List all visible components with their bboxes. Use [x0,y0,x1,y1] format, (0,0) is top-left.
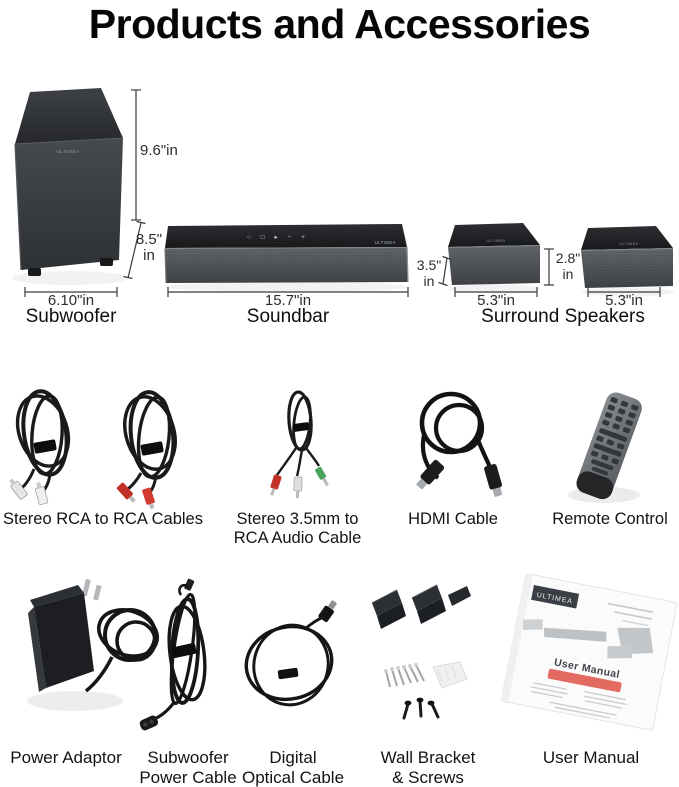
subwoofer-power-cable-label: Subwoofer Power Cable [139,748,237,787]
page-title: Products and Accessories [88,1,591,47]
power-adaptor-image [27,578,159,711]
subwoofer-width-dimension: 6.10"in [47,292,95,309]
speaker-width-right-dimension: 5.3"in [605,292,643,309]
dimension-lines [24,89,661,297]
speaker-right-brand-text: ULTIMEA [620,242,639,246]
surround-speaker-right-image: ULTIMEA [580,226,674,297]
hdmi-cable-label: HDMI Cable [408,510,498,528]
subwoofer-depth-dimension: 8.5" in [135,231,163,264]
manual-cover-badge [547,668,622,693]
user-manual-image: ULTIMEA User Manual [501,573,678,731]
mounting-screws-black [402,699,440,720]
soundbar-label: Soundbar [246,306,330,327]
speaker-left-brand-text: ULTIMEA [487,239,506,243]
subwoofer-power-cable-image [139,578,207,731]
user-manual-label: User Manual [542,748,640,767]
wall-bracket-screws-image [371,584,471,720]
speaker-height-right-dimension: 2.8" in [555,250,581,282]
wall-anchors [432,661,468,689]
surround-speaker-left-image: ULTIMEA [447,223,541,294]
speaker-width-left-dimension: 5.3"in [477,292,515,309]
power-adaptor-label: Power Adaptor [10,748,122,767]
rca-cable-red-image [116,390,177,510]
soundbar-brand-text: ULTIMEA [375,240,396,245]
main-products-illustration: ULTIMEA ○ □ ▸ − + ULTIMEA ULTIMEA [12,88,674,297]
remote-control-image [568,392,642,503]
subwoofer-brand-text: ULTIMEA [56,149,79,154]
aux-cable-label: Stereo 3.5mm to RCA Audio Cable [233,510,362,547]
surround-speakers-label: Surround Speakers [481,306,645,327]
soundbar-width-dimension: 15.7"in [264,292,312,309]
soundbar-image: ○ □ ▸ − + ULTIMEA [164,224,409,292]
subwoofer-label: Subwoofer [25,306,117,327]
rca-cables-label: Stereo RCA to RCA Cables [3,510,203,528]
rca-cable-white-image [9,389,71,506]
subwoofer-height-dimension: 9.6"in [140,142,178,159]
aux-to-rca-cable-image [270,390,329,499]
subwoofer-image: ULTIMEA [12,88,128,285]
hdmi-cable-image [416,391,503,497]
accessories-row2-illustration: ULTIMEA User Manual [27,573,678,731]
optical-cable-image [244,600,337,707]
mounting-screws-silver [385,664,425,688]
soundbar-buttons: ○ □ ▸ − + [247,234,309,241]
remote-control-label: Remote Control [552,510,668,528]
optical-cable-label: Digital Optical Cable [241,748,345,787]
accessories-row1-illustration [9,389,642,510]
speaker-height-left-dimension: 3.5" in [416,257,442,289]
wall-bracket-label: Wall Bracket & Screws [380,748,476,787]
